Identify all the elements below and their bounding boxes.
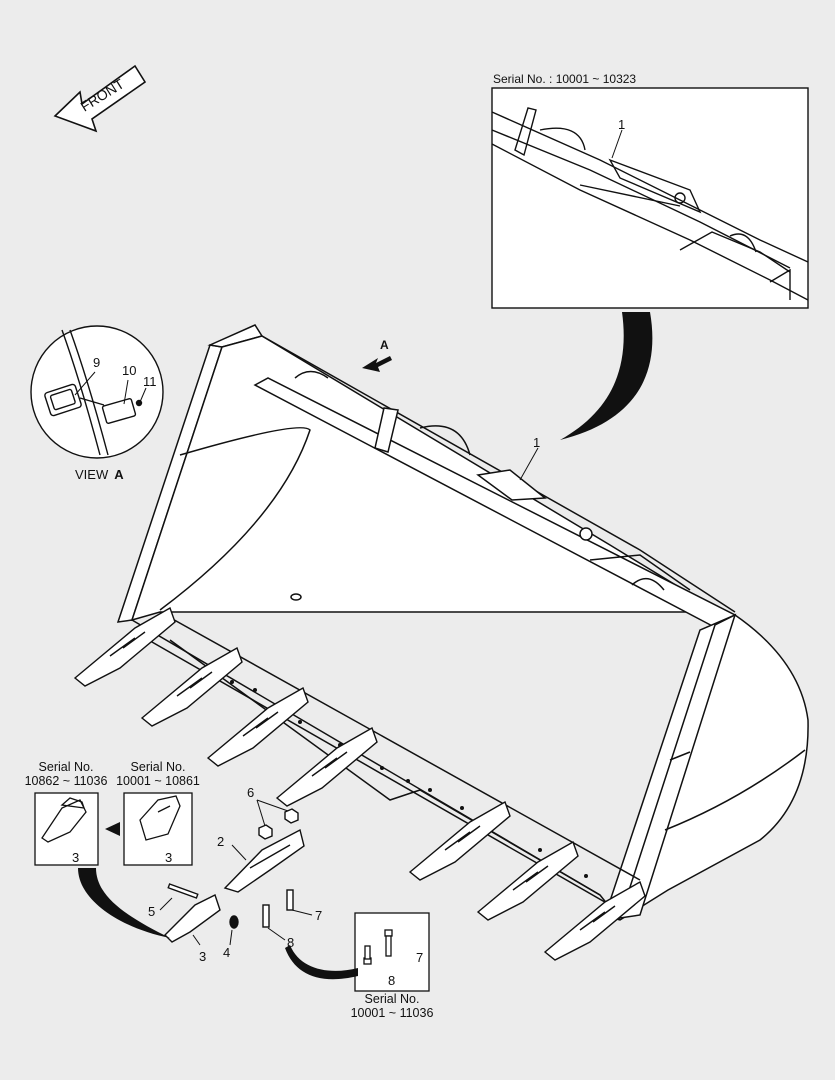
tooth-1 bbox=[73, 606, 176, 687]
bolt-detail-caption: Serial No. 10001 ~ 11036 bbox=[340, 992, 444, 1020]
variant-b-part: 3 bbox=[165, 850, 173, 865]
pin-part bbox=[167, 883, 199, 899]
bolt-detail-box bbox=[354, 912, 430, 992]
callout-5: 5 bbox=[148, 904, 156, 919]
cutting-edge-detail-box bbox=[491, 87, 809, 309]
callout-9: 9 bbox=[93, 355, 101, 370]
variant-pointer-icon bbox=[105, 822, 120, 836]
bolt-8-part bbox=[262, 904, 270, 928]
detail-top-caption: Serial No. : 10001 ~ 10323 bbox=[493, 72, 637, 86]
view-a-detail-circle bbox=[30, 325, 164, 459]
tooth-part bbox=[164, 894, 221, 943]
variant-b-line1: Serial No. bbox=[130, 760, 186, 774]
view-a-caption: VIEW A bbox=[75, 467, 124, 482]
tooth-3 bbox=[206, 686, 309, 767]
callout-3: 3 bbox=[199, 949, 207, 964]
tooth-5 bbox=[408, 800, 511, 881]
tooth-2 bbox=[140, 646, 243, 727]
variant-a-line2: 10862 ~ 11036 bbox=[24, 774, 108, 788]
callout-6: 6 bbox=[247, 785, 255, 800]
bolt-connector-arrow bbox=[285, 945, 358, 980]
detail-connector-arrow bbox=[560, 312, 653, 440]
tooth-variant-b-box bbox=[123, 792, 193, 866]
view-direction-arrow-icon bbox=[362, 356, 392, 372]
callout-10: 10 bbox=[122, 363, 137, 378]
lock-washer-part bbox=[229, 915, 239, 929]
bolt-detail-part-7: 7 bbox=[416, 950, 424, 965]
nut-part bbox=[258, 824, 273, 840]
callout-11: 11 bbox=[143, 374, 157, 389]
callout-2: 2 bbox=[217, 834, 225, 849]
bucket-body bbox=[116, 324, 809, 921]
variant-connector-arrow bbox=[78, 868, 170, 938]
tooth-variant-a-box bbox=[34, 792, 99, 866]
tooth-6 bbox=[476, 840, 579, 921]
view-arrow-label: A bbox=[380, 338, 389, 352]
variant-a-line1: Serial No. bbox=[38, 760, 94, 774]
tooth-7 bbox=[543, 880, 646, 961]
variant-a-part: 3 bbox=[72, 850, 80, 865]
callout-4: 4 bbox=[223, 945, 231, 960]
callout-7: 7 bbox=[315, 908, 323, 923]
variant-b-line2: 10001 ~ 10861 bbox=[116, 774, 200, 788]
view-a-letter: A bbox=[114, 467, 124, 482]
bolt-7-part bbox=[286, 889, 294, 911]
variant-b-caption: Serial No. 10001 ~ 10861 bbox=[113, 760, 203, 788]
bucket-teeth bbox=[73, 606, 646, 961]
tooth-4 bbox=[275, 726, 378, 807]
bolt-detail-line1: Serial No. bbox=[364, 992, 420, 1006]
exploded-parts bbox=[71, 129, 623, 946]
bolt-detail-part-8: 8 bbox=[388, 973, 396, 988]
bolt-detail-line2: 10001 ~ 11036 bbox=[350, 1006, 434, 1020]
variant-a-caption: Serial No. 10862 ~ 11036 bbox=[24, 760, 108, 788]
callout-8: 8 bbox=[287, 935, 295, 950]
view-a-prefix: VIEW bbox=[75, 467, 109, 482]
nut-part-2 bbox=[284, 808, 299, 824]
adapter-part bbox=[223, 828, 305, 893]
callout-1-main: 1 bbox=[533, 435, 541, 450]
front-arrow-icon bbox=[53, 64, 147, 133]
callout-1-detail: 1 bbox=[618, 117, 626, 132]
